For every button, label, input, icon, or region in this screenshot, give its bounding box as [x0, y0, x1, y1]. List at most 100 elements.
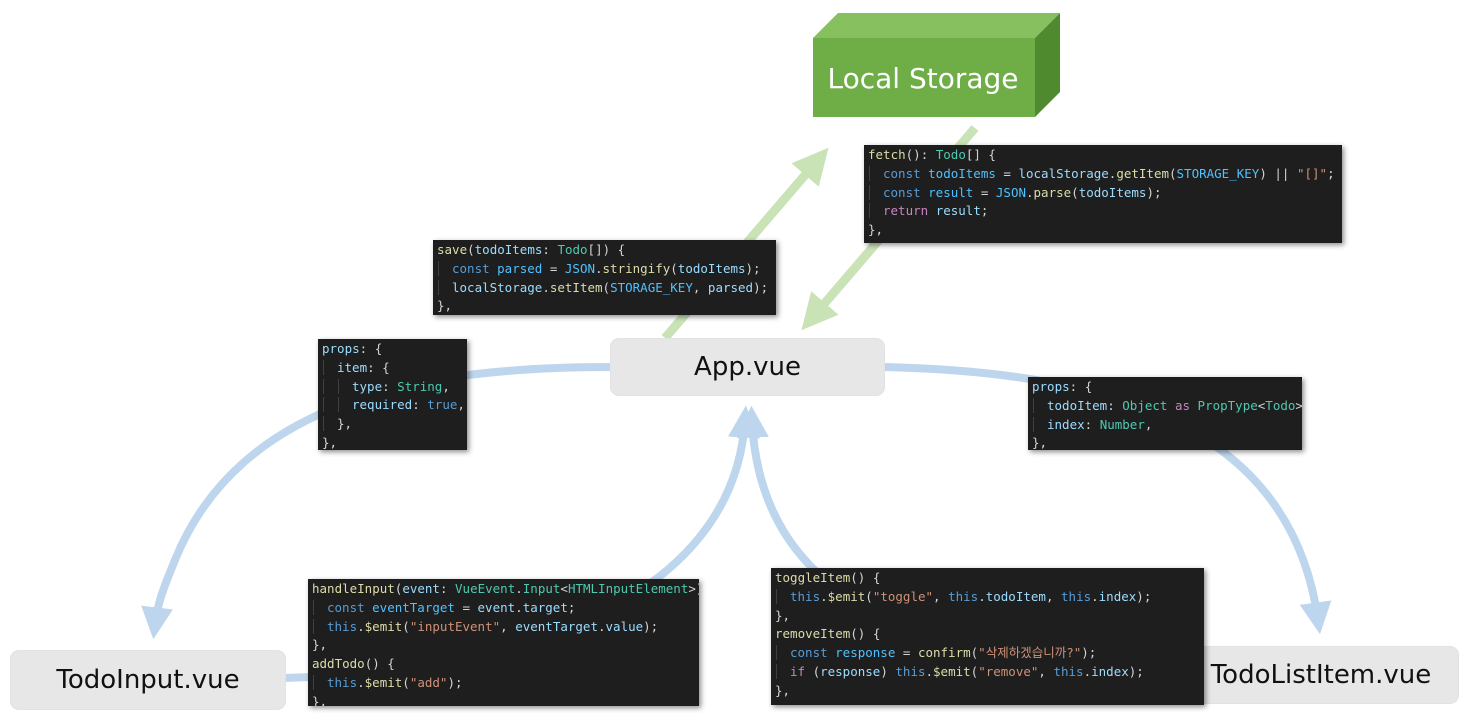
code-token: );: [745, 260, 761, 276]
code-token: save: [437, 242, 468, 257]
code-line: const result = JSON.parse(todoItems);: [868, 184, 1338, 203]
code-token: ;: [1327, 165, 1335, 181]
code-token: todoItems: [928, 165, 996, 181]
code-token: stringify: [602, 260, 671, 276]
code-token: );: [753, 279, 769, 295]
code-token: String: [397, 378, 443, 394]
code-token: ():: [905, 147, 936, 162]
code-token: );: [643, 618, 659, 634]
code-token: (: [467, 242, 475, 257]
code-token: $emit: [364, 674, 403, 690]
code-token: () {: [850, 570, 881, 585]
code-line: const response = confirm("삭제하겠습니까?");: [775, 644, 1200, 663]
code-token: value: [605, 618, 644, 634]
code-line: fetch(): Todo[] {: [868, 146, 1338, 165]
code-token: this: [327, 674, 358, 690]
code-token: ;: [567, 599, 576, 615]
code-token: :: [1107, 397, 1123, 413]
code-token: setItem: [549, 279, 603, 295]
code-token: props: [1032, 379, 1070, 394]
code-line: if (response) this.$emit("remove", this.…: [775, 663, 1200, 682]
code-token: PropType: [1197, 397, 1258, 413]
code-token: $emit: [364, 618, 403, 634]
code-token: toggleItem: [775, 570, 851, 585]
code-token: [] {: [965, 147, 996, 162]
code-token: $emit: [933, 663, 971, 679]
code-token: : {: [367, 359, 390, 375]
code-line: this.$emit("inputEvent", eventTarget.val…: [312, 618, 695, 637]
code-token: ;: [980, 203, 989, 219]
code-token: const: [883, 184, 929, 200]
code-token: :: [1084, 416, 1100, 432]
code-token: .: [515, 581, 523, 596]
code-token: (: [394, 581, 403, 596]
code-token: true: [427, 397, 458, 413]
code-token: },: [775, 682, 791, 698]
code-line: },: [775, 682, 1200, 701]
code-token: this: [1061, 588, 1092, 604]
code-token: removeItem: [775, 626, 851, 642]
code-token: .: [1108, 165, 1117, 181]
code-token: (: [1071, 184, 1079, 200]
code-token: const: [790, 645, 836, 661]
code-line: const parsed = JSON.stringify(todoItems)…: [437, 260, 772, 279]
code-token: STORAGE_KEY: [1176, 165, 1260, 181]
code-token: (: [1169, 165, 1177, 181]
code-token: Object: [1122, 397, 1168, 413]
code-line: },: [868, 221, 1338, 240]
todoinput-vue-node: TodoInput.vue: [11, 651, 285, 709]
code-token: },: [312, 637, 328, 653]
code-line: },: [322, 434, 463, 450]
code-token: this: [948, 588, 979, 604]
code-token: confirm: [917, 645, 971, 661]
code-line: required: true,: [322, 396, 465, 415]
code-token: $emit: [827, 588, 866, 604]
code-token: :: [412, 397, 428, 413]
code-line: const todoItems = localStorage.getItem(S…: [868, 165, 1338, 184]
storage-cube-icon: [813, 13, 1060, 117]
code-token: (: [402, 674, 410, 690]
code-token: fetch: [868, 147, 906, 162]
todoinput-methods-snippet: handleInput(event: VueEvent.Input<HTMLIn…: [308, 579, 699, 706]
code-token: props: [322, 341, 360, 356]
code-token: index: [1098, 588, 1137, 604]
code-token: .: [1026, 184, 1034, 200]
code-token: .: [515, 599, 523, 615]
todolistitem-props-snippet: props: { todoItem: Object as PropType<Tod…: [1028, 377, 1302, 450]
fetch-code-snippet: fetch(): Todo[] {const todoItems = local…: [864, 145, 1342, 243]
code-token: .: [357, 618, 365, 634]
code-line: handleInput(event: VueEvent.Input<HTMLIn…: [312, 580, 699, 599]
code-token: (: [402, 618, 410, 634]
code-token: "toggle": [872, 588, 934, 604]
code-token: "remove": [978, 663, 1039, 679]
code-token: (: [970, 663, 979, 679]
code-line: localStorage.setItem(STORAGE_KEY, parsed…: [437, 279, 772, 298]
code-line: item: {: [322, 359, 463, 378]
code-token: },: [322, 434, 338, 450]
code-token: : {: [1069, 379, 1093, 394]
code-token: =: [542, 260, 565, 276]
code-token: this: [790, 588, 821, 604]
code-token: .: [542, 279, 550, 295]
code-token: eventTarget: [515, 618, 598, 634]
code-token: () {: [850, 626, 881, 642]
code-token: },: [775, 607, 791, 623]
code-token: "add": [409, 674, 448, 690]
code-token: .: [595, 260, 603, 276]
code-token: localStorage: [1018, 165, 1109, 181]
code-token: },: [312, 693, 328, 706]
code-token: Todo: [1265, 397, 1296, 413]
code-token: );: [1128, 663, 1144, 679]
code-token: required: [352, 397, 413, 413]
code-line: save(todoItems: Todo[]) {: [437, 241, 772, 260]
code-token: (: [970, 645, 979, 661]
code-token: ): [880, 663, 896, 679]
code-line: todoItem: Object as PropType<Todo>,: [1032, 397, 1302, 416]
code-token: response: [835, 645, 896, 661]
code-token: );: [1136, 588, 1152, 604]
code-token: .: [597, 618, 606, 634]
code-token: .: [820, 588, 828, 604]
code-token: :: [382, 378, 398, 394]
code-token: index: [1091, 663, 1129, 679]
